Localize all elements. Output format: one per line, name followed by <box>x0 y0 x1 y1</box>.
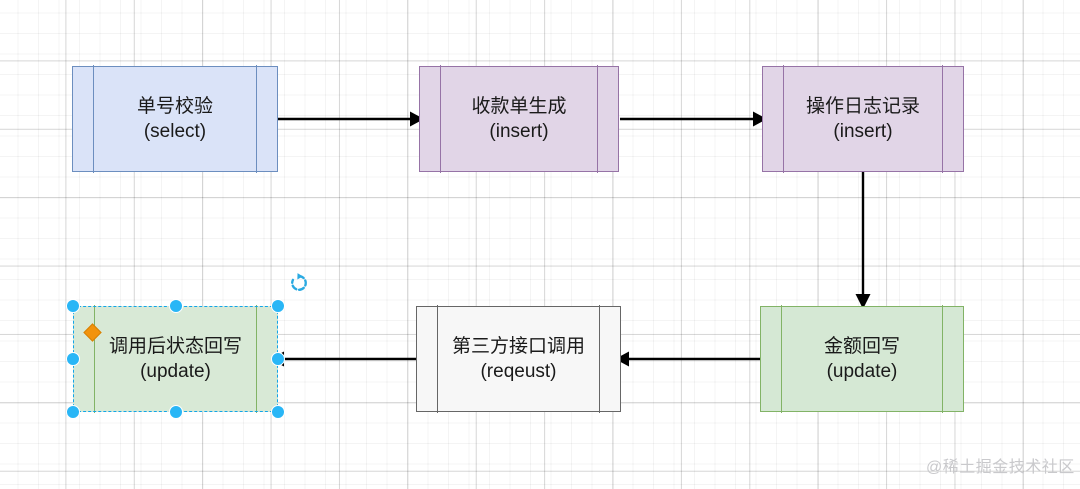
node-disanfang-jiekou-diaoyong[interactable]: 第三方接口调用 (reqeust) <box>416 305 621 413</box>
selection-handle-bottom-right[interactable] <box>271 405 285 419</box>
rotate-icon[interactable] <box>288 272 310 294</box>
node-label: 金额回写 (update) <box>823 335 900 382</box>
node-danhao-jiaoyan[interactable]: 单号校验 (select) <box>72 65 278 173</box>
process-bar-right <box>597 65 598 173</box>
edge-danhao-to-shoukuandan[interactable] <box>270 104 426 134</box>
process-bar-left <box>437 305 438 413</box>
node-label: 调用后状态回写 (update) <box>108 335 242 382</box>
edge-disanfang-to-diaoyonghou[interactable] <box>268 344 420 374</box>
selection-handle-top-right[interactable] <box>271 299 285 313</box>
node-jine-huixie[interactable]: 金额回写 (update) <box>760 305 964 413</box>
process-bar-left <box>440 65 441 173</box>
selection-handle-bottom-center[interactable] <box>168 405 183 419</box>
process-bar-right <box>256 65 257 173</box>
node-shoukuandan-shengcheng[interactable]: 收款单生成 (insert) <box>419 65 619 173</box>
process-bar-right <box>942 65 943 173</box>
node-label: 收款单生成 (insert) <box>471 95 567 142</box>
process-bar-right <box>256 305 257 413</box>
selection-handle-top-left[interactable] <box>66 299 80 313</box>
process-bar-left <box>94 305 95 413</box>
node-label: 操作日志记录 (insert) <box>805 95 920 142</box>
selection-handle-top-center[interactable] <box>168 299 183 313</box>
selection-handle-middle-left[interactable] <box>66 352 80 366</box>
selection-handle-middle-right[interactable] <box>271 352 285 366</box>
process-bar-right <box>942 305 943 413</box>
process-bar-right <box>599 305 600 413</box>
selection-handle-bottom-left[interactable] <box>66 405 80 419</box>
edge-jinehuixie-to-disanfang[interactable] <box>615 344 767 374</box>
edge-shoukuandan-to-caozuorizhi[interactable] <box>613 104 769 134</box>
node-caozuo-rizhi-jilu[interactable]: 操作日志记录 (insert) <box>762 65 964 173</box>
process-bar-left <box>93 65 94 173</box>
process-bar-left <box>783 65 784 173</box>
node-label: 单号校验 (select) <box>136 95 213 142</box>
process-bar-left <box>781 305 782 413</box>
node-diaoyonghou-zhuangtai-huixie[interactable]: 调用后状态回写 (update) <box>73 305 278 413</box>
watermark-text: @稀土掘金技术社区 <box>926 459 1075 476</box>
node-label: 第三方接口调用 (reqeust) <box>451 335 585 382</box>
edge-caozuorizhi-to-jinehuixie[interactable] <box>848 166 878 312</box>
